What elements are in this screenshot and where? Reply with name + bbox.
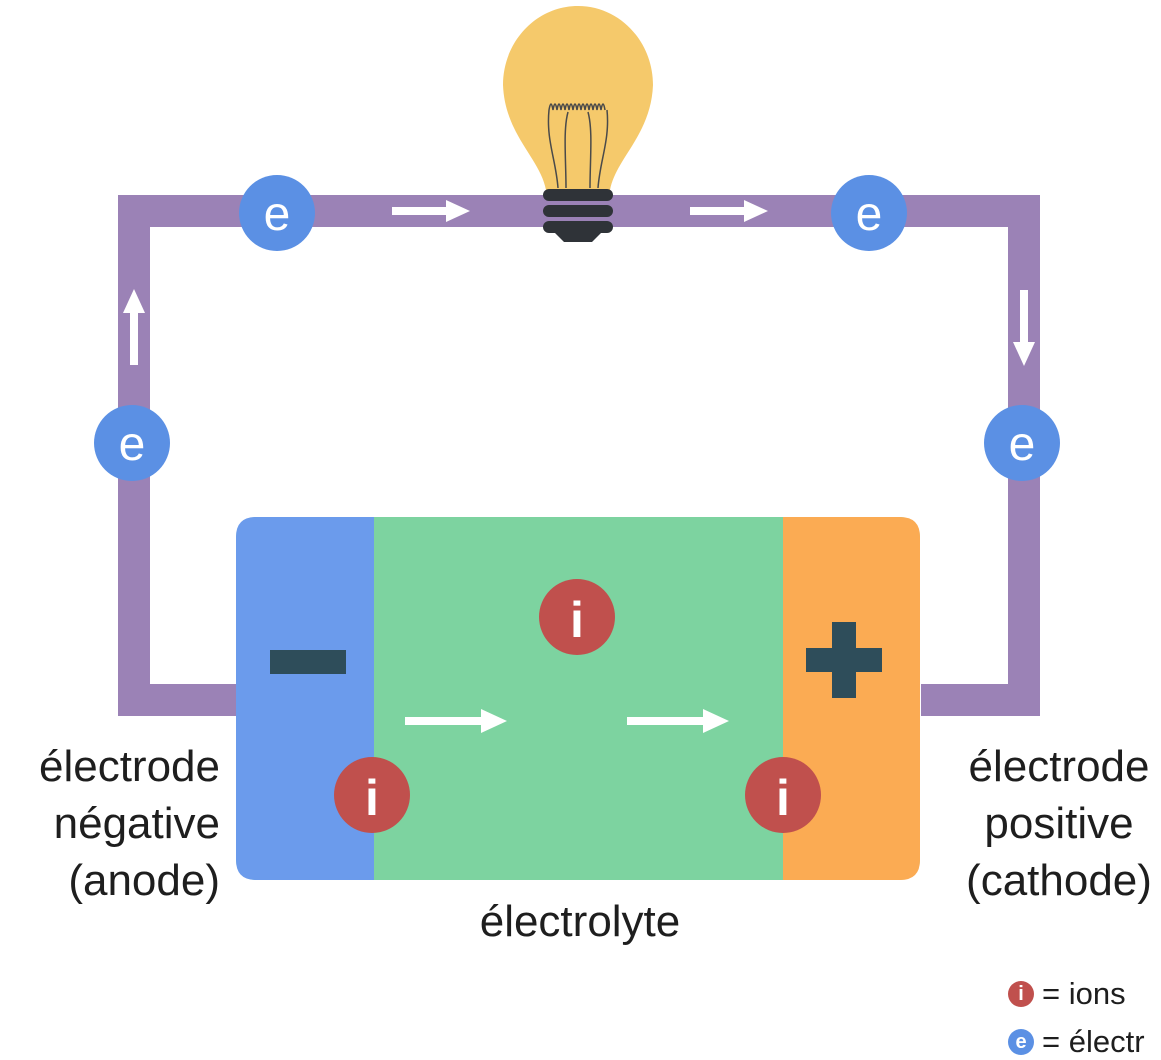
- bulb-base-thread-1: [543, 189, 613, 201]
- svg-text:i: i: [776, 770, 790, 826]
- electrolyte-label: électrolyte: [479, 897, 681, 946]
- ion-icon: i: [1008, 981, 1034, 1007]
- svg-text:e: e: [856, 188, 883, 241]
- battery: [236, 517, 920, 880]
- bulb-filament: [547, 103, 609, 189]
- cathode-label-line: électrode: [968, 742, 1150, 791]
- ion: i: [539, 579, 615, 655]
- anode-label-line: électrode: [38, 742, 220, 791]
- svg-text:i: i: [365, 770, 379, 826]
- bulb-base-tip: [555, 233, 601, 242]
- arrow-right-icon: [405, 709, 507, 733]
- arrow-right-icon: [392, 200, 470, 222]
- minus-sign: [270, 650, 346, 674]
- electron-icon: e: [1008, 1029, 1034, 1055]
- anode-label-line: négative: [53, 799, 220, 848]
- legend-ions-text: = ions: [1042, 976, 1126, 1011]
- svg-text:e: e: [264, 188, 291, 241]
- ion: i: [334, 757, 410, 833]
- legend-electrons: e = électr: [1008, 1024, 1145, 1060]
- svg-text:e: e: [119, 418, 146, 471]
- cathode-label-line: positive: [984, 799, 1134, 848]
- arrow-right-icon: [690, 200, 768, 222]
- ion: i: [745, 757, 821, 833]
- plus-sign-vertical: [832, 622, 856, 698]
- bulb-base-thread-2: [543, 205, 613, 217]
- electron: e: [94, 405, 170, 481]
- anode-label-line: (anode): [68, 856, 220, 905]
- bulb-glass: [503, 6, 653, 190]
- cathode-label-line: (cathode): [966, 856, 1152, 905]
- arrow-up-icon: [123, 289, 145, 365]
- arrow-right-icon: [627, 709, 729, 733]
- arrow-down-icon: [1013, 290, 1035, 366]
- svg-text:i: i: [570, 592, 584, 648]
- legend-electrons-text: = électr: [1042, 1024, 1145, 1059]
- electron: e: [831, 175, 907, 251]
- electrolyte-arrows: [405, 709, 729, 733]
- electron: e: [239, 175, 315, 251]
- cathode-label: électrode positive (cathode): [944, 738, 1161, 909]
- electron: e: [984, 405, 1060, 481]
- light-bulb: [503, 6, 653, 242]
- anode-label: électrode négative (anode): [14, 738, 220, 909]
- legend-ions: i = ions: [1008, 976, 1126, 1012]
- svg-text:e: e: [1009, 418, 1036, 471]
- bulb-base-thread-3: [543, 221, 613, 233]
- wire-arrows: [123, 200, 1035, 366]
